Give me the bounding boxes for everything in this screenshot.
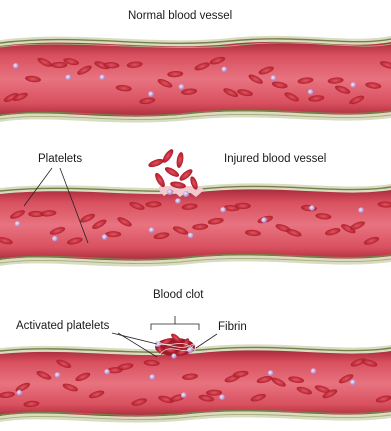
platelet xyxy=(351,82,357,88)
platelet xyxy=(181,392,187,398)
platelet xyxy=(179,84,185,90)
platelet xyxy=(268,370,274,376)
platelet xyxy=(100,75,106,81)
platelet xyxy=(311,368,317,374)
clotted-vessel xyxy=(0,332,391,422)
platelet xyxy=(308,89,314,95)
fibrin-label: Fibrin xyxy=(218,322,247,334)
normal-vessel xyxy=(0,36,391,123)
platelets-label: Platelets xyxy=(38,154,82,166)
red-blood-cell xyxy=(105,231,121,237)
blood-clot-label: Blood clot xyxy=(153,290,204,302)
activated-platelets-pointer xyxy=(112,333,157,344)
platelet xyxy=(219,395,225,401)
platelet xyxy=(148,91,154,97)
activated-platelets-label: Activated platelets xyxy=(16,321,109,333)
platelet xyxy=(55,372,61,378)
injured-vessel-label: Injured blood vessel xyxy=(224,154,326,166)
platelet xyxy=(309,205,315,211)
normal-vessel-label: Normal blood vessel xyxy=(128,11,232,23)
blood-clot-bracket xyxy=(151,316,199,330)
platelet xyxy=(188,233,194,239)
platelet xyxy=(52,236,58,242)
platelet xyxy=(150,374,156,380)
platelet xyxy=(104,369,110,375)
red-blood-cell xyxy=(51,62,67,68)
platelet xyxy=(102,234,108,240)
platelet xyxy=(66,75,72,81)
platelet xyxy=(220,207,226,213)
activated-platelet xyxy=(171,353,176,358)
platelet xyxy=(222,67,228,73)
platelet xyxy=(350,380,356,386)
platelet xyxy=(13,63,19,69)
platelet xyxy=(17,390,23,396)
platelet xyxy=(271,75,277,81)
platelet xyxy=(15,221,21,227)
platelet xyxy=(261,217,267,223)
platelet xyxy=(149,227,155,233)
platelet xyxy=(358,207,364,213)
